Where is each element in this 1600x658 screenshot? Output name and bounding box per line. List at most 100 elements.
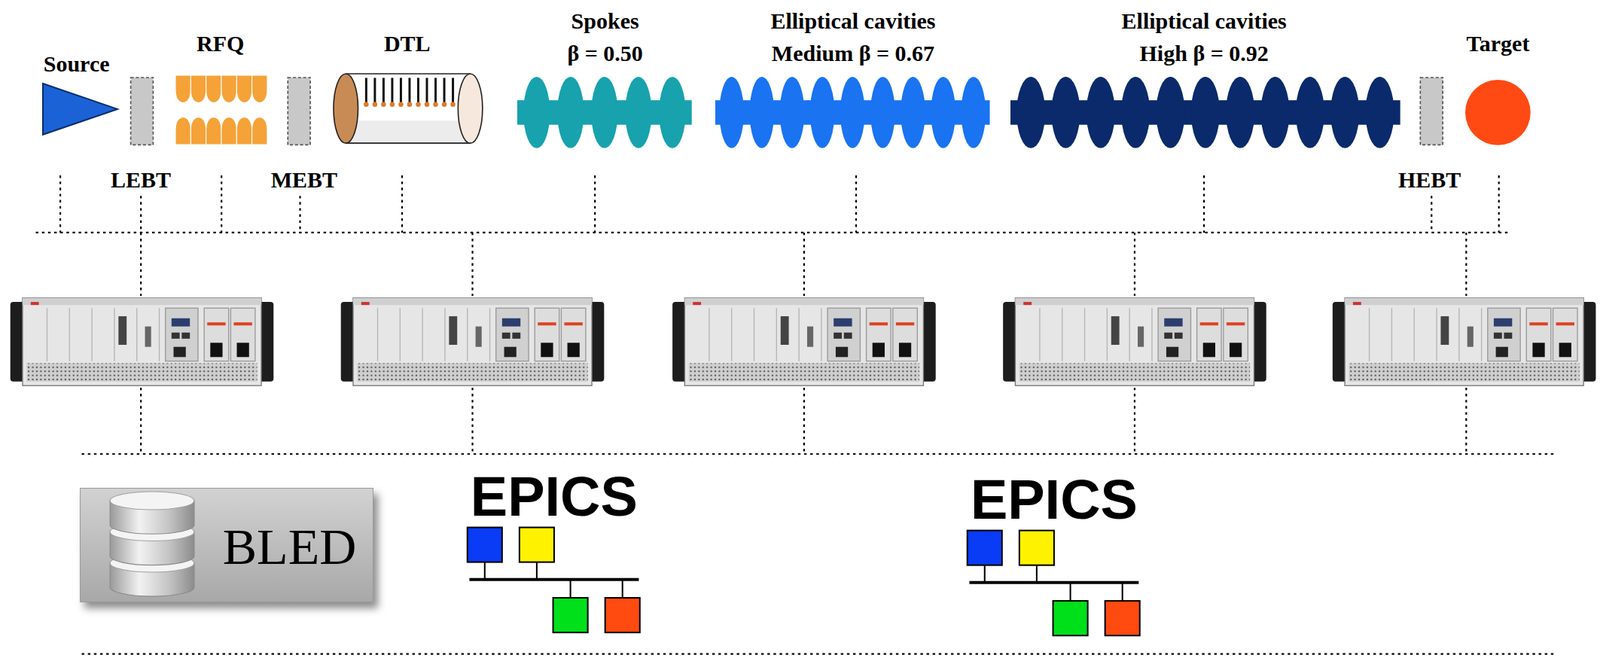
transfer-line-label: MEBT (271, 168, 338, 192)
component-label: RFQ (196, 30, 244, 55)
drift-gap (363, 101, 369, 107)
drift-tube (417, 77, 420, 103)
cavity-cell (557, 76, 584, 149)
transfer-line-label: LEBT (110, 168, 171, 192)
dtl-end (333, 73, 359, 144)
rfq-vane (221, 117, 237, 146)
drift-tube (443, 77, 446, 103)
logo-bus (969, 581, 1139, 585)
rfq-vane (206, 75, 222, 104)
drift-tube (374, 77, 377, 103)
component-label: Medium β = 0.67 (771, 40, 935, 66)
drift-tube (391, 77, 394, 103)
rfq-vane (206, 117, 222, 146)
drift-gap (407, 101, 413, 107)
drift-tube (451, 77, 455, 103)
epics-wordmark: EPICS (970, 472, 1138, 528)
rfq-vane (175, 117, 191, 146)
beamline-component: Spokesβ = 0.50 (517, 76, 692, 149)
drift-tube (434, 77, 437, 103)
component-shape (333, 73, 483, 144)
cavity-cell (1051, 76, 1080, 149)
rfq-vane (175, 75, 191, 104)
vme-crate (341, 298, 605, 387)
vme-crate (1002, 298, 1267, 387)
database-box: BLED (79, 487, 375, 603)
hebt-box (1420, 77, 1443, 145)
cavity-cell (1225, 76, 1255, 149)
dtl-body (345, 73, 470, 144)
logo-square (1053, 600, 1088, 636)
drift-gap (441, 101, 448, 107)
component-label: Elliptical cavities (1121, 8, 1287, 34)
cavity-cell (749, 76, 775, 149)
network-bus (82, 453, 1557, 455)
logo-square (1019, 530, 1055, 566)
cavity-cell (900, 76, 926, 149)
drift-gap (415, 101, 421, 107)
component-label: Spokes (571, 8, 640, 34)
database-top (109, 491, 195, 510)
drift-gap (432, 101, 439, 107)
component-label: Elliptical cavities (770, 8, 936, 34)
lebt-box (131, 77, 154, 145)
cavity-cell (1121, 76, 1150, 149)
cavity-cell (624, 76, 652, 149)
cavity-cell (658, 76, 686, 149)
source-triangle (42, 83, 118, 135)
epics-wordmark: EPICS (470, 469, 638, 525)
drift-tube (426, 77, 429, 103)
beamline-component: Source (42, 83, 118, 135)
rfq-vane (236, 75, 252, 104)
component-shape (1010, 76, 1401, 149)
cavity-cell (591, 76, 618, 149)
drift-gap (380, 101, 387, 107)
component-label: Source (43, 51, 110, 77)
epics-logo (967, 530, 1140, 637)
rfq-vane (190, 75, 206, 104)
cavity-cell (1085, 76, 1115, 149)
cavity-cell (719, 76, 744, 149)
bottom-bus (82, 652, 1557, 655)
component-shape (1465, 79, 1531, 146)
component-label: Target (1466, 30, 1530, 55)
logo-square (1105, 600, 1140, 636)
rfq-vane (190, 117, 206, 146)
cavity-cell (1191, 76, 1220, 149)
signal-bus (36, 231, 1509, 234)
target-circle (1465, 79, 1531, 146)
database-name: BLED (222, 518, 357, 576)
drift-gap (424, 101, 430, 107)
mebt-box (287, 77, 311, 145)
logo-square (519, 527, 555, 563)
cavity-cell (1016, 76, 1046, 149)
component-shape (42, 83, 118, 135)
logo-bus (469, 578, 639, 582)
cavity-cell (961, 76, 987, 149)
drift-tube (408, 77, 412, 103)
rfq-vane (236, 117, 252, 146)
beamline-component: Target (1465, 79, 1531, 146)
cavity-cell (1155, 76, 1185, 149)
dtl-outline (345, 73, 470, 144)
cavity-cell (523, 76, 550, 149)
dtl-shade (345, 120, 470, 144)
drift-tube (399, 77, 403, 103)
transfer-line-label: HEBT (1398, 168, 1461, 192)
cavity-cell (1260, 76, 1290, 149)
drift-tube (382, 77, 385, 103)
drift-tube (365, 77, 368, 103)
beamline-component: Elliptical cavitiesHigh β = 0.92 (1010, 76, 1401, 149)
epics-logo (467, 527, 640, 634)
cavity-cell (840, 76, 866, 149)
logo-square (605, 597, 640, 633)
drift-gap (398, 101, 404, 107)
cavity-cell (810, 76, 836, 149)
component-label: High β = 0.92 (1139, 40, 1269, 66)
rfq-vane (221, 75, 237, 104)
cavity-cell (930, 76, 956, 149)
vme-crate (1332, 298, 1597, 387)
cavity-cell (780, 76, 805, 149)
rfq-vane (252, 75, 268, 104)
